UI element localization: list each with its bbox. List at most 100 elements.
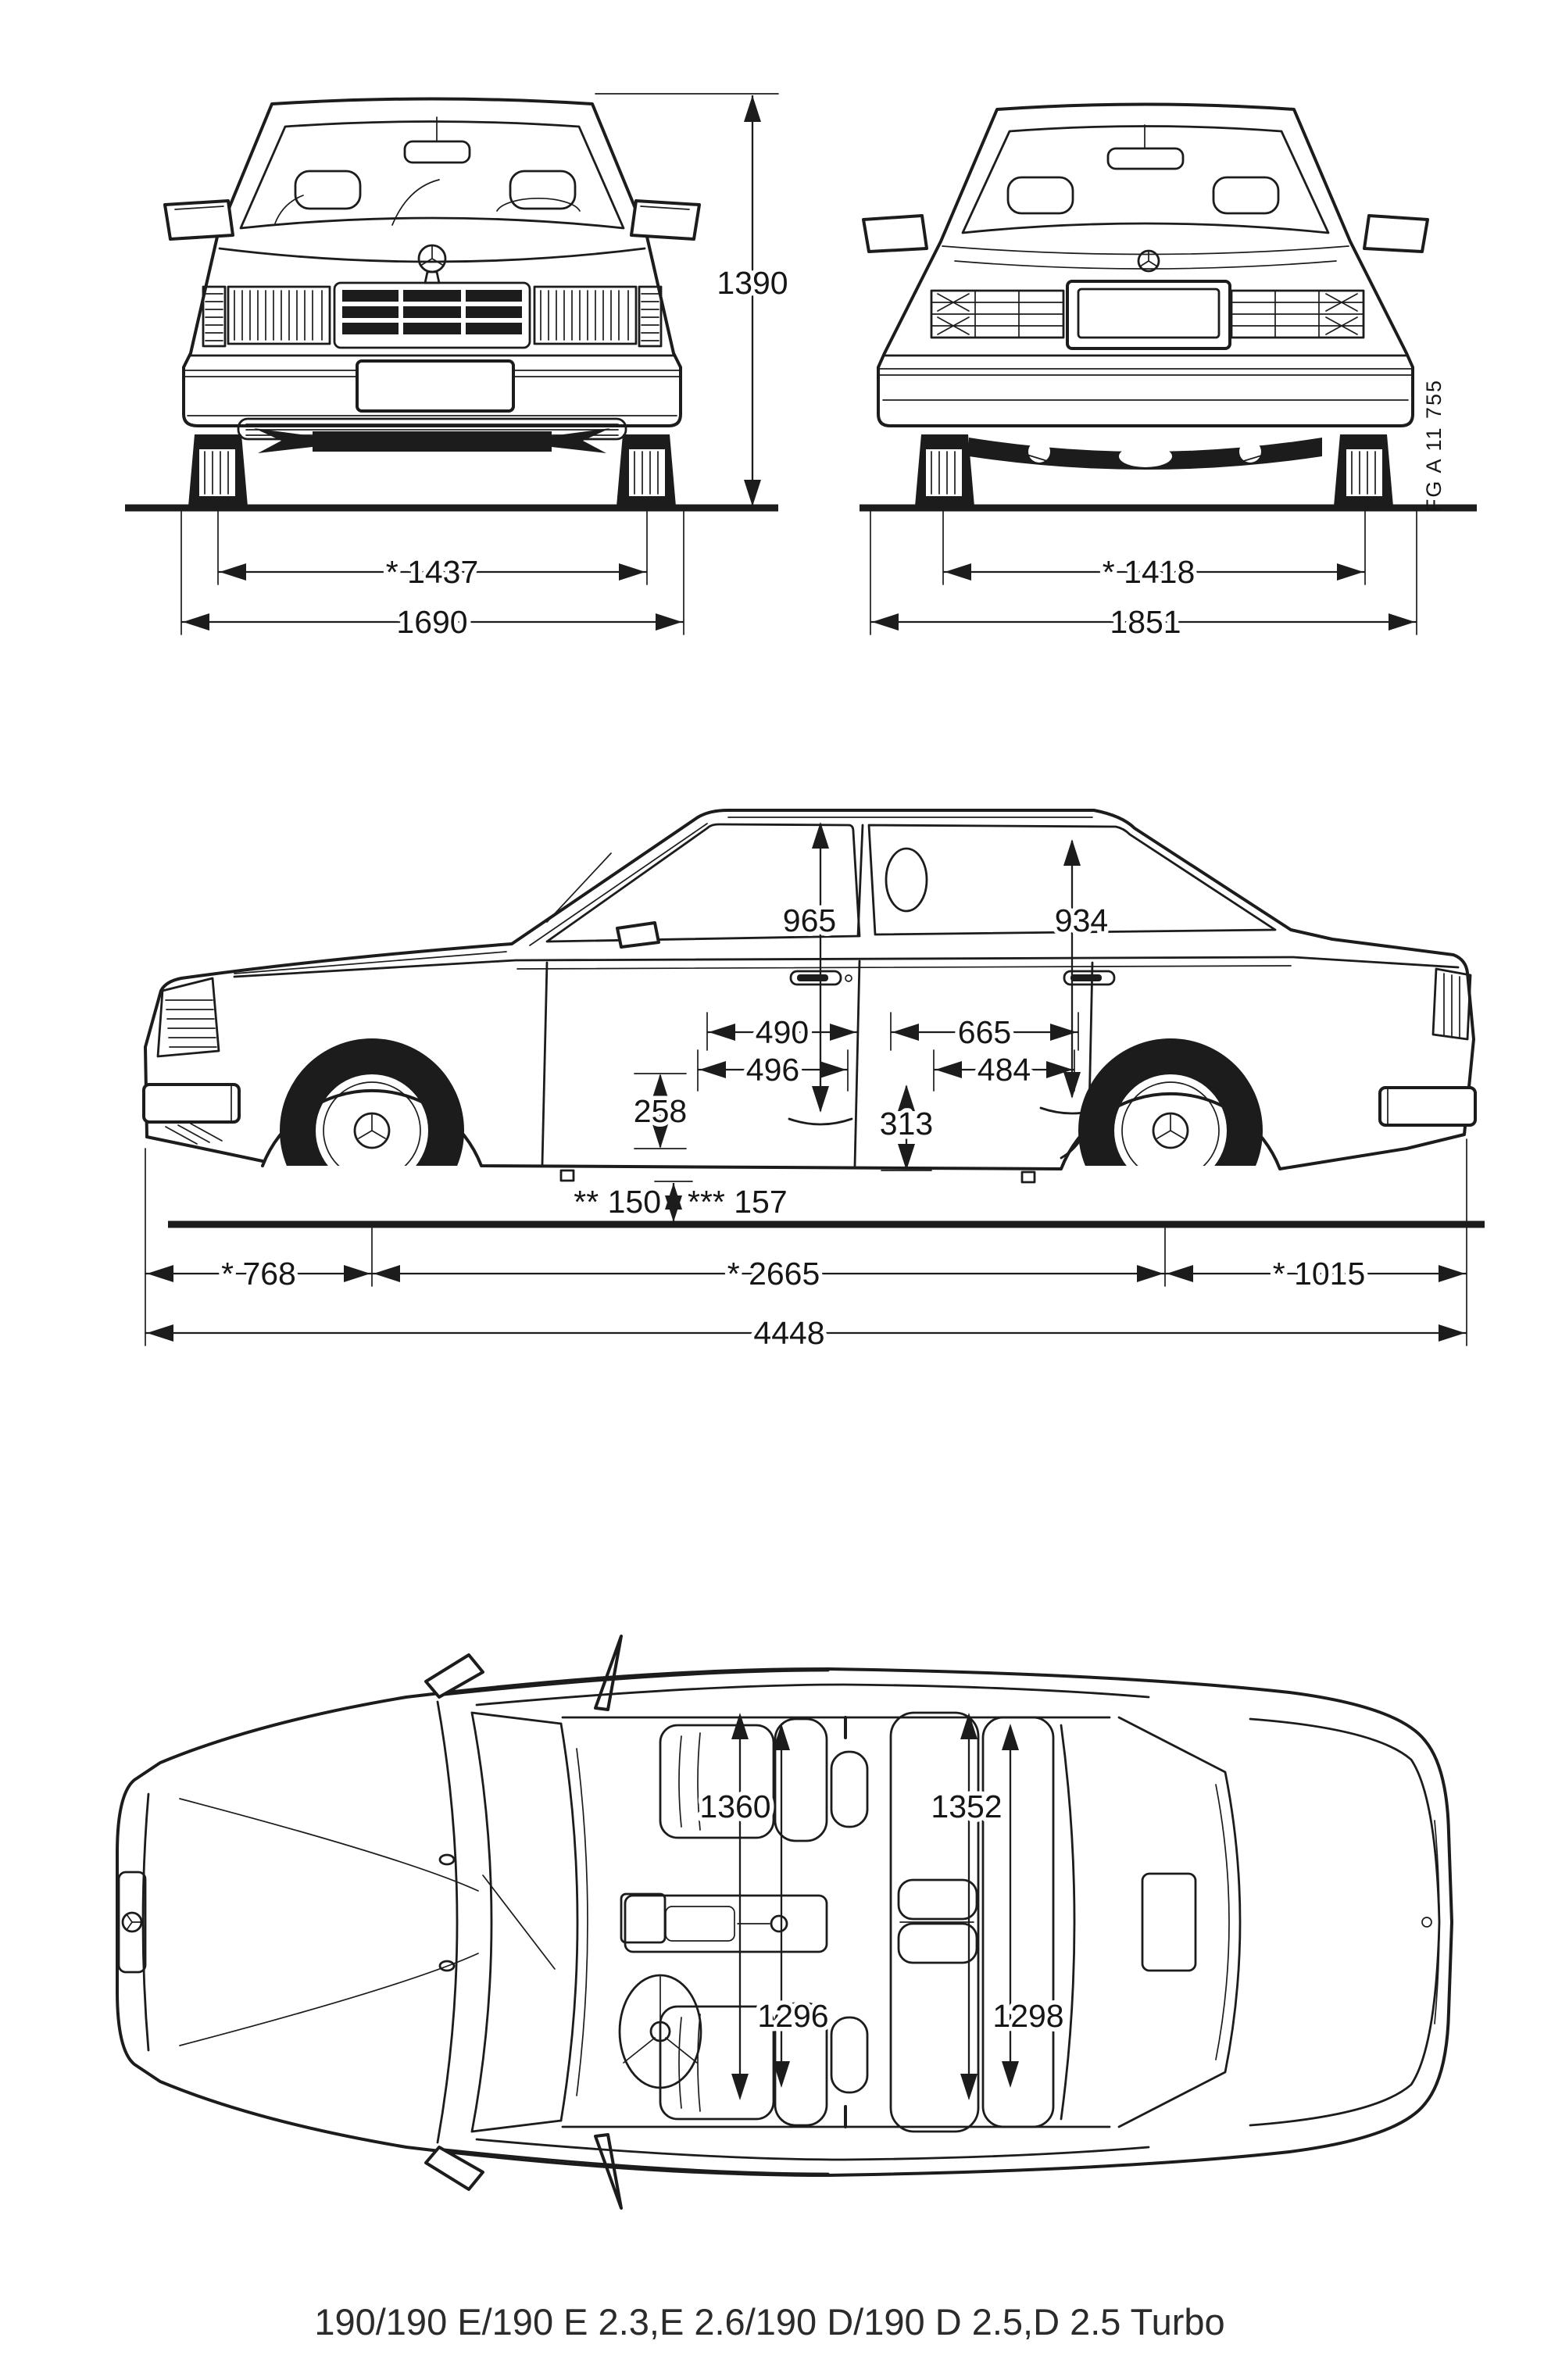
cowl-line <box>218 247 646 263</box>
arrow-right-icon <box>1389 613 1415 631</box>
arrow-down-icon <box>1002 2061 1019 2088</box>
washer-nozzle <box>438 1853 456 1866</box>
beltline <box>233 956 1460 978</box>
dim-rear-door-opening: 665 <box>958 1014 1011 1050</box>
arrow-left-icon <box>183 613 209 631</box>
dim-front-overall-width: 1690 <box>396 604 467 640</box>
arrow-left-icon <box>220 563 246 581</box>
washer-nozzle <box>438 1960 456 1972</box>
front-door-shutline <box>541 961 549 1166</box>
door-mirror-top <box>424 1653 484 1699</box>
rearview-mirror <box>1106 147 1185 170</box>
grille <box>333 281 531 349</box>
arrow-down-icon <box>744 480 761 506</box>
dim-rear-seat-height: 313 <box>880 1106 933 1142</box>
headrest-left <box>294 170 362 210</box>
rear-glass-inner <box>1215 1784 1230 2060</box>
top-view: 1360 1296 1352 1298 <box>116 1635 1453 2210</box>
arrow-right-icon <box>1439 1265 1465 1282</box>
headlight-right-stripes <box>540 290 629 341</box>
arrow-right-icon <box>1337 563 1364 581</box>
arrow-left-icon <box>147 1265 173 1282</box>
arrow-up-icon <box>1002 1724 1019 1750</box>
steering-wheel-hint <box>496 198 581 212</box>
dim-rear-overall-width: 1851 <box>1110 604 1181 640</box>
dim-rear-cabin-width-lower: 1298 <box>992 1998 1063 2034</box>
door-mirror-right <box>630 199 701 241</box>
arrow-left-icon <box>1167 1265 1193 1282</box>
arrow-right-icon <box>656 613 682 631</box>
license-recess <box>1066 280 1231 350</box>
dim-front-track: * 1437 <box>386 554 479 590</box>
jack-point <box>559 1169 575 1182</box>
arrow-up-icon <box>744 95 761 122</box>
front-passenger-seat <box>659 1717 869 1842</box>
front-side-window <box>545 823 861 943</box>
trunk-shutline <box>1434 1820 1440 2024</box>
windshield-base-arc <box>470 1711 493 2133</box>
turn-signal-right <box>638 285 663 348</box>
license-plate <box>1077 288 1221 339</box>
length-ext-lines <box>145 1138 1467 1346</box>
dim-front-overhang: * 768 <box>221 1256 296 1292</box>
turn-signal-left <box>202 285 227 348</box>
wheel-star-icon <box>358 1114 386 1139</box>
taillamp-side <box>1431 967 1472 1041</box>
grille-top <box>117 1871 147 1974</box>
headrest-right <box>1212 176 1280 215</box>
arrow-right-icon <box>1137 1265 1163 1282</box>
rear-view: * 1418 1851 FG A 11 755 <box>860 102 1477 645</box>
rear-door-handle <box>1063 970 1116 986</box>
cowl-curve <box>436 1700 459 2144</box>
headrest-right <box>509 170 577 210</box>
star-spokes <box>1139 250 1158 267</box>
drawing-ref: FG A 11 755 <box>1422 379 1446 512</box>
instrument-cluster <box>620 1892 667 1944</box>
intake-slats <box>245 423 619 436</box>
center-console <box>624 1894 828 1953</box>
side-body-fill <box>145 810 1474 1244</box>
arrow-left-icon <box>147 1324 173 1342</box>
trunk-creases <box>942 245 1349 270</box>
door-mirror <box>616 921 660 949</box>
dim-rear-seat-length: 484 <box>978 1052 1031 1088</box>
underbody-brace-left <box>254 428 313 453</box>
dim-front-cabin-width-lower: 1296 <box>757 1998 828 2034</box>
front-seat-ref <box>788 1117 853 1126</box>
door-mirror-left <box>862 214 928 253</box>
door-mirror-bottom <box>424 2146 484 2191</box>
dim-front-door-opening: 490 <box>756 1014 809 1050</box>
rear-door-shutline <box>1060 961 1094 1160</box>
underbody-bar <box>313 431 552 452</box>
width-ext-lines <box>180 510 684 635</box>
mirror-glass-line <box>174 205 224 210</box>
headlamp-side <box>156 977 220 1058</box>
dim-rear-overhang: * 1015 <box>1273 1256 1366 1292</box>
rear-suspension <box>969 438 1322 470</box>
arrow-right-icon <box>344 1265 370 1282</box>
rocker-and-arches <box>261 1088 1408 1170</box>
arrow-down-icon <box>1063 1072 1081 1099</box>
signal-stripes <box>205 293 223 341</box>
dashboard-arc <box>576 1748 588 2096</box>
headlight-right <box>533 285 638 345</box>
pillar-inner-lines <box>529 817 1093 946</box>
arrow-left-icon <box>872 613 899 631</box>
wiper <box>546 852 612 923</box>
antenna-top <box>594 1635 623 1711</box>
headlight-left-stripes <box>234 290 323 341</box>
wiper <box>482 1874 556 1970</box>
signal-stripes <box>641 293 659 341</box>
star-spokes <box>420 245 445 266</box>
headlight-left <box>227 285 331 345</box>
a-pillars <box>470 1711 563 2133</box>
door-mirror-right <box>1363 214 1429 253</box>
underbody-brace-right <box>552 428 610 453</box>
rear-window <box>961 125 1330 234</box>
lower-intake <box>237 417 627 441</box>
arrow-right-icon <box>1439 1324 1465 1342</box>
antenna-bottom <box>594 2133 623 2210</box>
side-creases <box>234 951 1292 974</box>
front-bumper-shutline <box>141 1792 150 2052</box>
